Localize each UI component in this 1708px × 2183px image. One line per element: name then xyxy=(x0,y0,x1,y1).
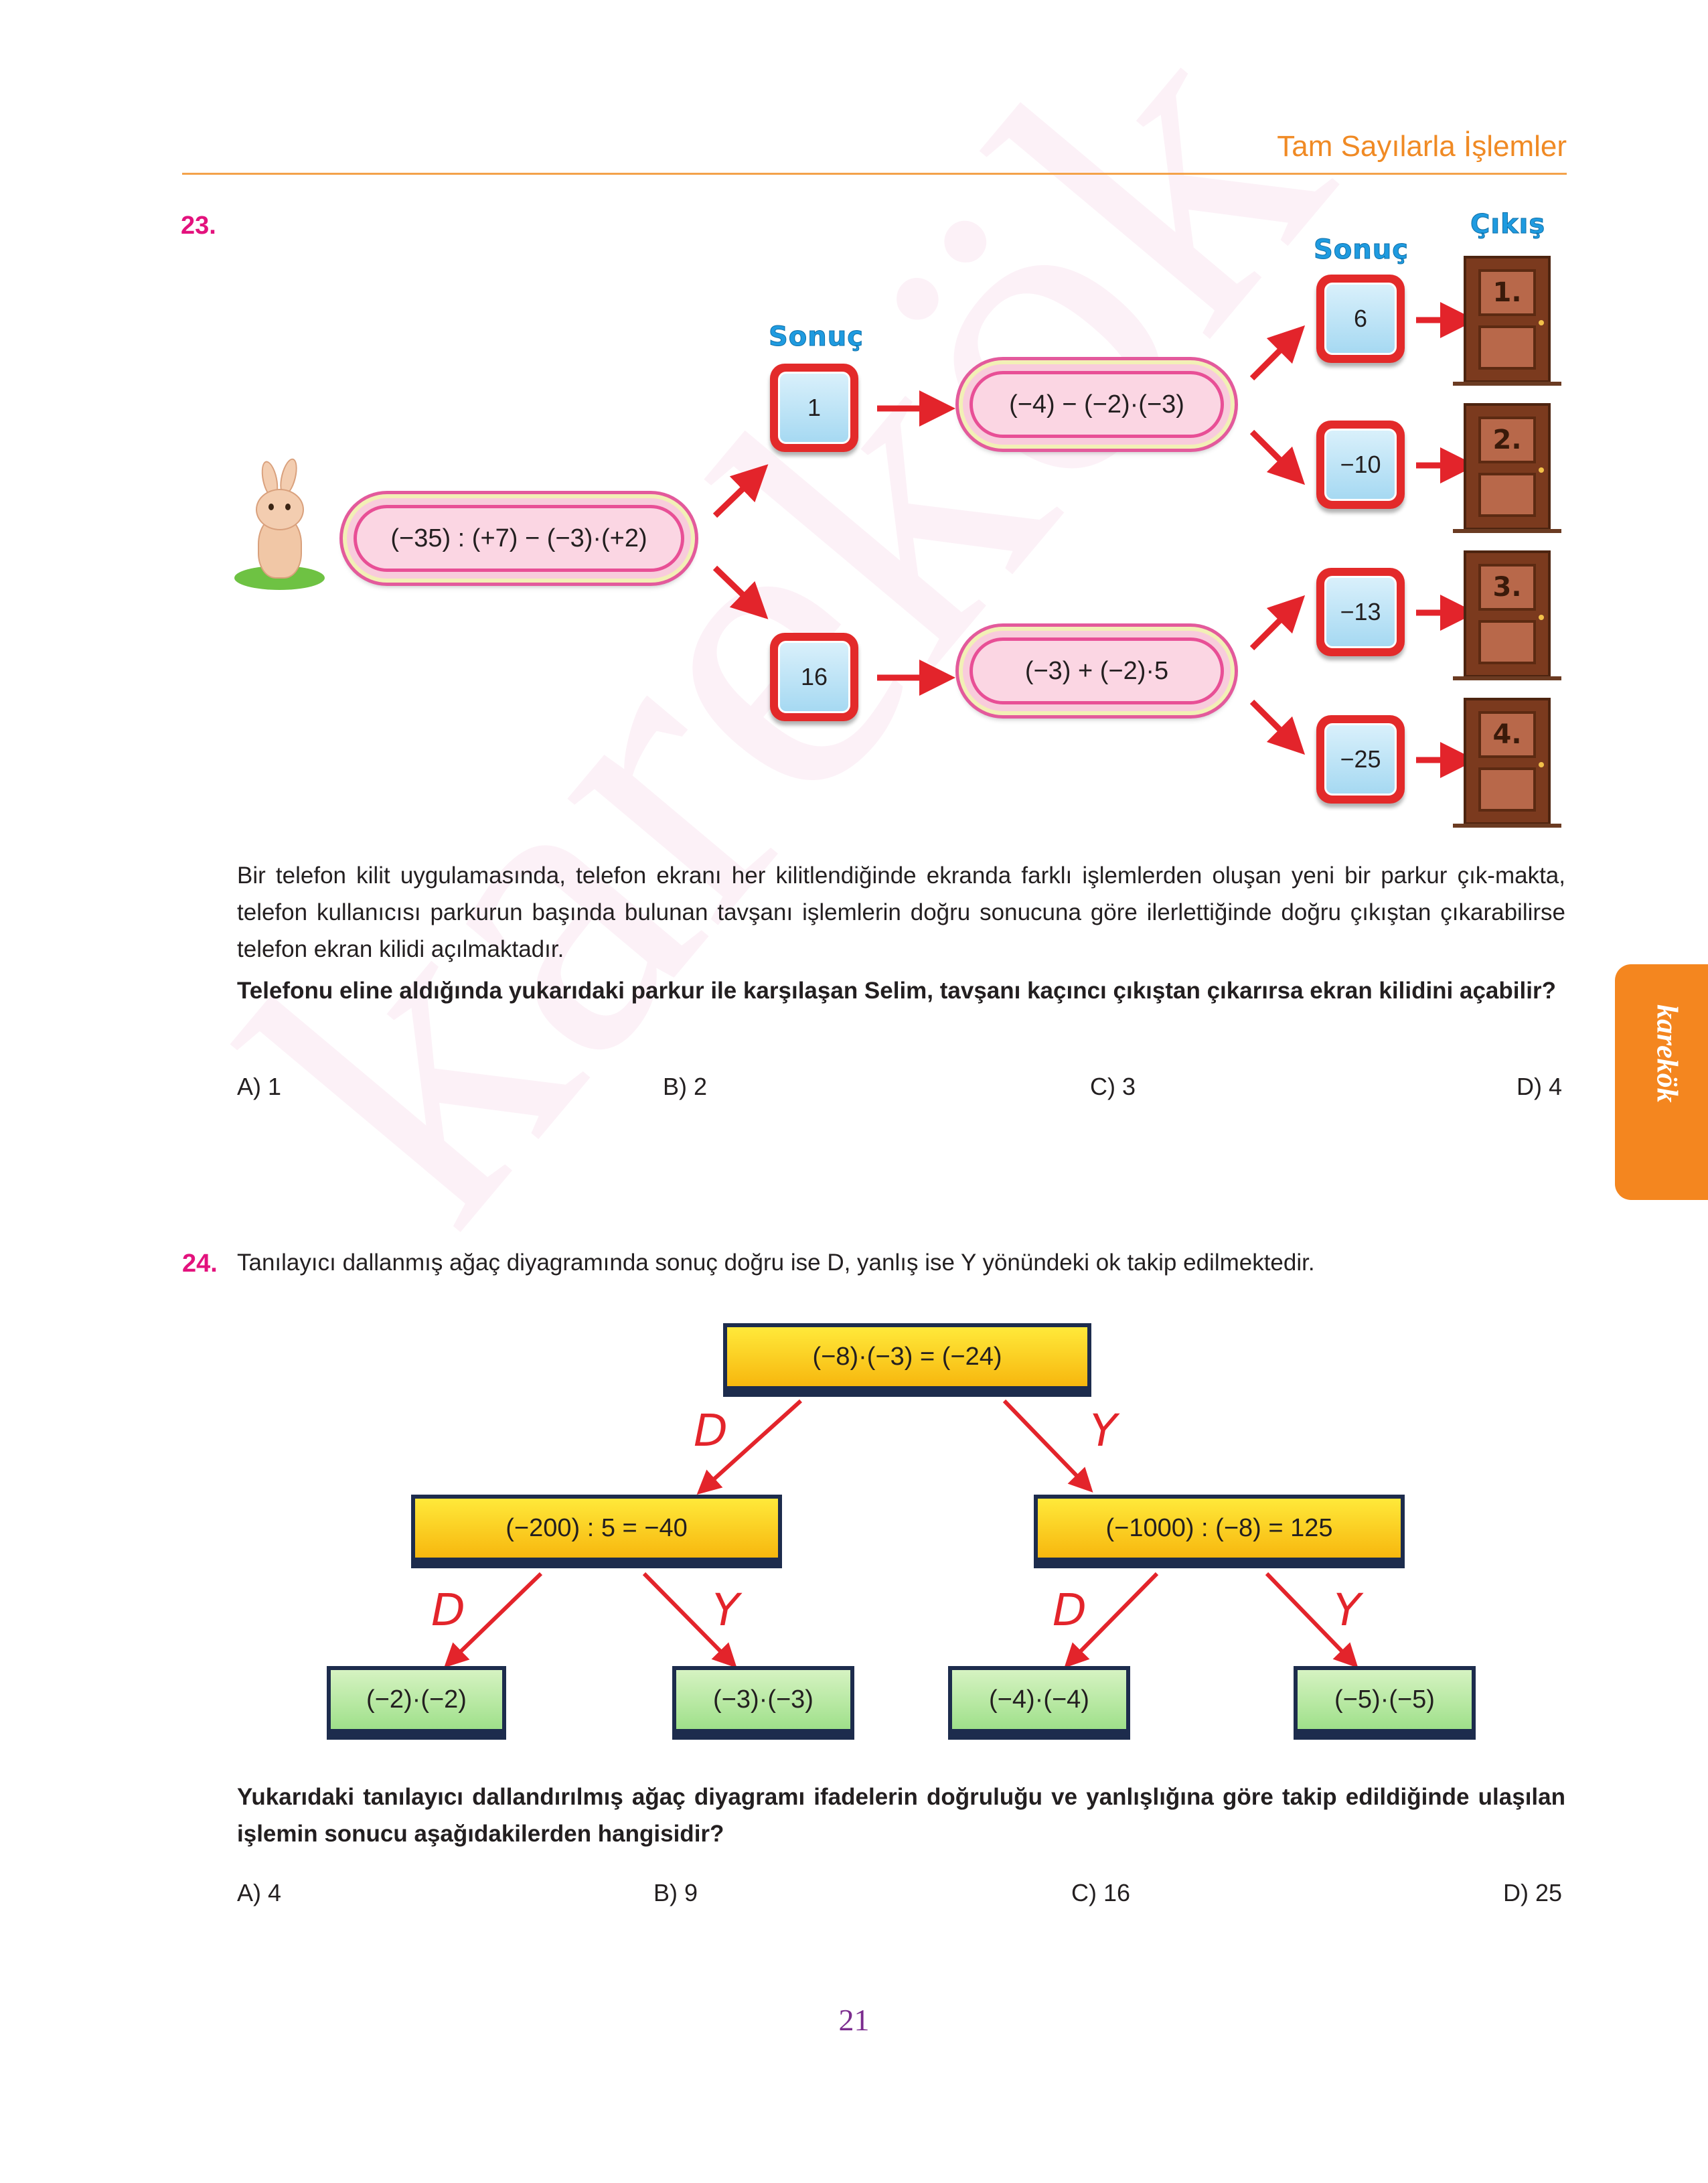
question-24-intro: Tanılayıcı dallanmış ağaç diyagramında s… xyxy=(237,1250,1315,1276)
branch-true-label: D xyxy=(1053,1584,1087,1636)
expression-pill: (−3) + (−2)·5 xyxy=(959,627,1235,715)
door-number: 3. xyxy=(1478,564,1536,611)
arrow-expr2-up xyxy=(1249,595,1306,651)
result-value: 1 xyxy=(778,372,850,444)
sonuc-label: Sonuç xyxy=(769,321,864,353)
branch-false-label: Y xyxy=(712,1584,740,1636)
page-number: 21 xyxy=(838,2003,870,2037)
tree-leaf: (−5)·(−5) xyxy=(1294,1666,1476,1733)
tree-arrow xyxy=(1064,1572,1159,1668)
result-box: −25 xyxy=(1316,715,1405,804)
branch-true-label: D xyxy=(694,1405,728,1456)
tree-leaf: (−4)·(−4) xyxy=(948,1666,1130,1733)
tree-root: (−8)·(−3) = (−24) xyxy=(723,1323,1091,1390)
option-b[interactable]: B) 2 xyxy=(663,1073,708,1100)
tree-leaf: (−3)·(−3) xyxy=(672,1666,854,1733)
cikis-label: Çıkış xyxy=(1470,209,1546,240)
branch-false-label: Y xyxy=(1090,1405,1117,1456)
sonuc-label: Sonuç xyxy=(1314,234,1409,266)
rabbit-eye xyxy=(268,504,274,510)
result-value: −13 xyxy=(1324,576,1397,648)
result-box: −10 xyxy=(1316,421,1405,509)
tree-arrow xyxy=(1265,1572,1358,1668)
option-a[interactable]: A) 4 xyxy=(237,1879,282,1906)
expression-text: (−3) + (−2)·5 xyxy=(1024,656,1169,685)
expression-pill: (−4) − (−2)·(−3) xyxy=(959,360,1235,449)
door-4: 4. xyxy=(1453,698,1561,828)
question-23-number: 23. xyxy=(181,212,216,240)
expression-text: (−4) − (−2)·(−3) xyxy=(1009,390,1184,419)
option-a[interactable]: A) 1 xyxy=(237,1073,282,1100)
result-value: −10 xyxy=(1324,429,1397,501)
result-box: −13 xyxy=(1316,568,1405,656)
branch-false-label: Y xyxy=(1334,1584,1361,1636)
option-c[interactable]: C) 16 xyxy=(1071,1879,1131,1906)
arrow-start-down xyxy=(712,565,769,619)
q24-tree-arrows xyxy=(444,1399,1358,1668)
door-2: 2. xyxy=(1453,403,1561,533)
door-number: 1. xyxy=(1478,269,1536,316)
tree-leaf: (−2)·(−2) xyxy=(327,1666,506,1733)
option-c[interactable]: C) 3 xyxy=(1090,1073,1136,1100)
door-3: 3. xyxy=(1453,550,1561,680)
question-23-paragraph: Bir telefon kilit uygulamasında, telefon… xyxy=(237,862,1565,962)
option-d[interactable]: D) 25 xyxy=(1503,1879,1563,1906)
result-value: 16 xyxy=(778,641,850,713)
door-number: 4. xyxy=(1478,711,1536,758)
option-b[interactable]: B) 9 xyxy=(653,1879,698,1906)
tree-arrow xyxy=(444,1572,543,1668)
tree-node: (−1000) : (−8) = 125 xyxy=(1034,1495,1405,1562)
branch-true-label: D xyxy=(431,1584,465,1636)
rabbit-icon xyxy=(256,489,304,530)
q23-arrows xyxy=(712,302,1476,778)
option-d[interactable]: D) 4 xyxy=(1517,1073,1563,1100)
question-24-prompt: Yukarıdaki tanılayıcı dallandırılmış ağa… xyxy=(237,1784,1565,1847)
result-box: 16 xyxy=(770,633,858,721)
start-expression-text: (−35) : (+7) − (−3)·(+2) xyxy=(390,524,647,552)
question-24-number: 24. xyxy=(182,1250,218,1278)
side-tab xyxy=(1615,964,1708,1200)
arrow-expr2-down xyxy=(1249,699,1306,755)
tree-node: (−200) : 5 = −40 xyxy=(411,1495,782,1562)
rabbit-eye xyxy=(285,504,291,510)
result-value: −25 xyxy=(1324,723,1397,796)
question-23-prompt: Telefonu eline aldığında yukarıdaki park… xyxy=(237,978,1556,1004)
arrow-start-up xyxy=(712,464,769,518)
door-number: 2. xyxy=(1478,417,1536,463)
header-rule xyxy=(182,173,1567,175)
arrow-expr1-down xyxy=(1249,429,1306,485)
result-value: 6 xyxy=(1324,283,1397,355)
door-1: 1. xyxy=(1453,256,1561,386)
arrow-expr1-up xyxy=(1249,325,1306,381)
side-tab-brand: karekök xyxy=(1650,1004,1684,1103)
start-expression: (−35) : (+7) − (−3)·(+2) xyxy=(343,494,695,583)
result-box: 1 xyxy=(770,364,858,452)
tree-arrow xyxy=(642,1572,737,1668)
result-box: 6 xyxy=(1316,275,1405,363)
header-title: Tam Sayılarla İşlemler xyxy=(1277,130,1567,163)
tree-arrow xyxy=(1002,1399,1093,1493)
tree-arrow xyxy=(696,1399,803,1495)
